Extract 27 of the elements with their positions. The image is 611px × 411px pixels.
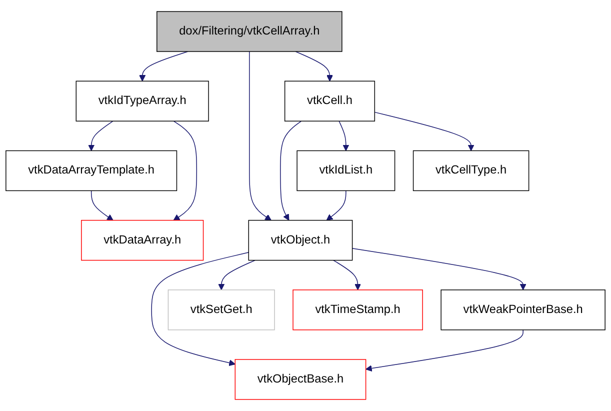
- node-box: vtkSetGet.h: [168, 290, 275, 330]
- arrow: [295, 51, 333, 82]
- node-box: vtkCell.h: [284, 80, 376, 122]
- arrow: [88, 120, 114, 152]
- node-box: vtkObjectBase.h: [234, 359, 366, 400]
- arrow: [151, 252, 250, 366]
- node-box: vtkWeakPointerBase.h: [440, 290, 606, 330]
- arrow: [352, 248, 526, 290]
- arrow: [338, 120, 350, 152]
- arrow: [173, 120, 198, 221]
- arrow: [218, 260, 256, 290]
- node-box: vtkCellType.h: [412, 150, 530, 192]
- node-box: vtkTimeStamp.h: [292, 290, 423, 330]
- arrow: [139, 51, 188, 82]
- node-box: vtkObject.h: [248, 220, 353, 261]
- arrow: [374, 112, 474, 152]
- node-box: dox/Filtering/vtkCellArray.h: [156, 11, 342, 52]
- node-box: vtkIdTypeArray.h: [76, 80, 209, 122]
- arrow: [249, 51, 272, 221]
- node-box: vtkDataArrayTemplate.h: [6, 150, 178, 192]
- arrow: [333, 260, 362, 290]
- node-box: vtkDataArray.h: [81, 220, 204, 261]
- arrow: [280, 120, 302, 221]
- node-box: vtkIdList.h: [296, 150, 396, 192]
- arrow: [326, 190, 346, 221]
- arrow: [366, 330, 524, 372]
- arrow: [90, 190, 114, 221]
